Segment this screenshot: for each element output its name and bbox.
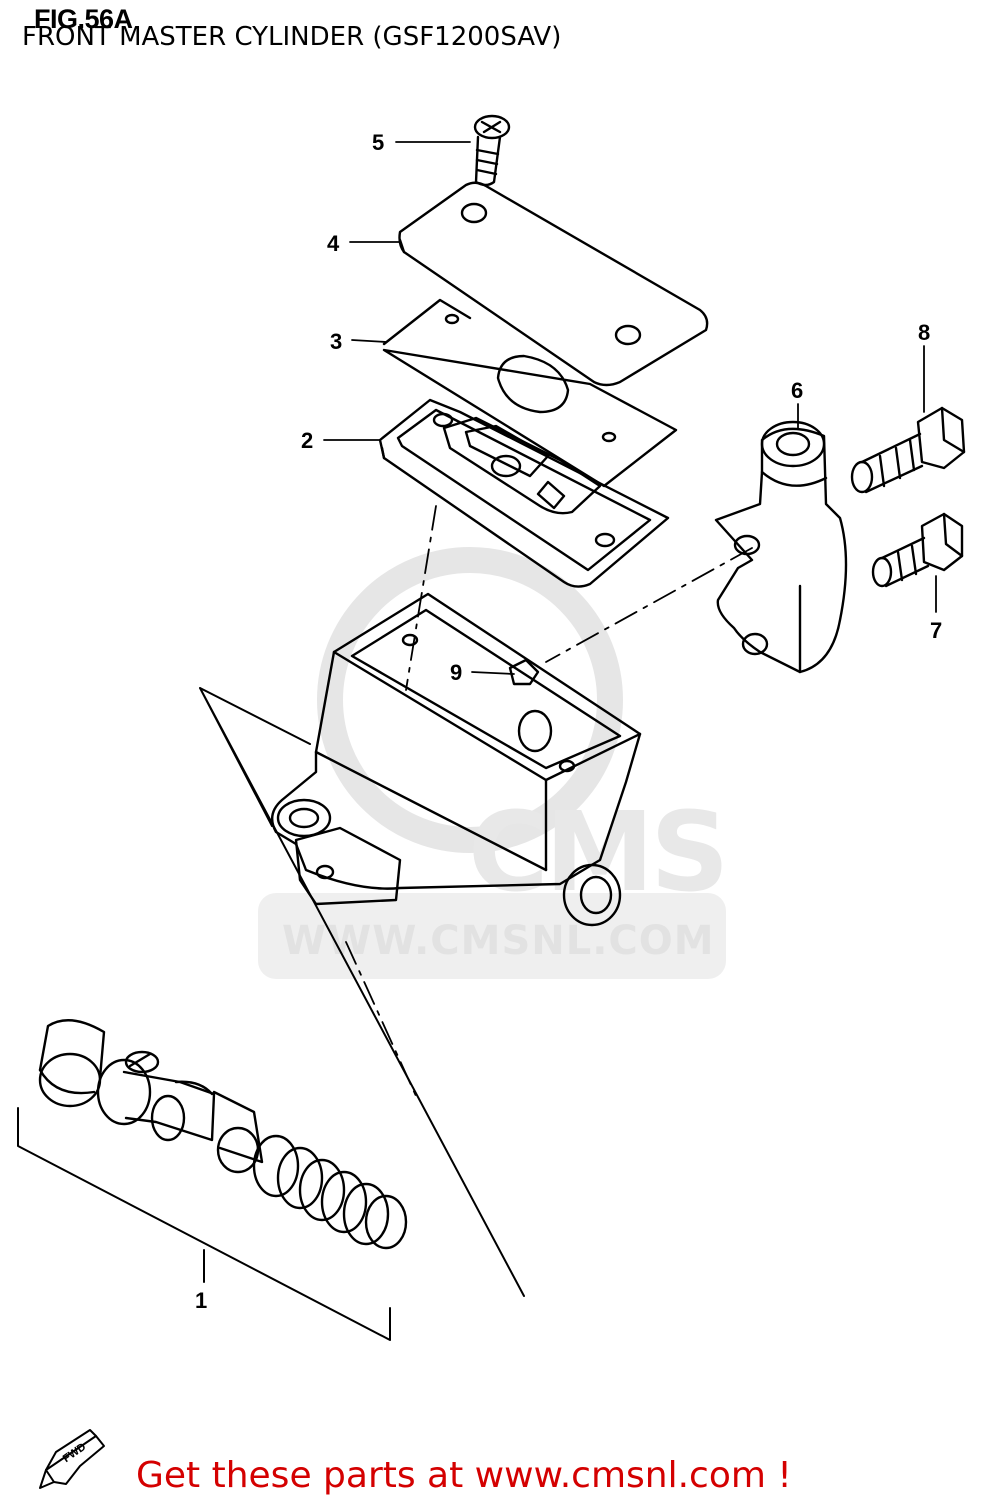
callout-9: 9	[450, 660, 463, 685]
callout-3: 3	[330, 329, 343, 354]
get-parts-link[interactable]: Get these parts at www.cmsnl.com !	[136, 1455, 792, 1496]
part-7-bolt[interactable]	[871, 512, 964, 588]
figure-title: FRONT MASTER CYLINDER (GSF1200SAV)	[22, 22, 562, 52]
part-1-piston-kit[interactable]	[38, 1019, 408, 1250]
centerline-clamp	[545, 547, 753, 663]
figure-number: FIG.56A	[34, 4, 133, 34]
callout-leaders	[323, 141, 937, 675]
watermark-url: WWW.CMSNL.COM	[282, 918, 715, 964]
part-4-reservoir-cover[interactable]	[398, 181, 709, 387]
fwd-arrow-icon	[39, 1429, 105, 1489]
callout-5: 5	[372, 130, 385, 155]
callout-4: 4	[327, 231, 340, 256]
callout-7: 7	[930, 618, 943, 643]
part-5-screw[interactable]	[473, 114, 511, 187]
callout-2: 2	[301, 428, 314, 453]
assembly-pointer-lines	[199, 687, 525, 1297]
callout-8: 8	[918, 320, 931, 345]
part-8-bolt[interactable]	[850, 406, 966, 494]
master-cylinder-body[interactable]	[270, 592, 642, 927]
kit-bracket	[17, 1107, 391, 1341]
part-6-clamp[interactable]	[714, 420, 848, 674]
callout-1: 1	[195, 1288, 208, 1313]
callout-6: 6	[791, 378, 804, 403]
part-2-diaphragm[interactable]	[378, 398, 670, 588]
